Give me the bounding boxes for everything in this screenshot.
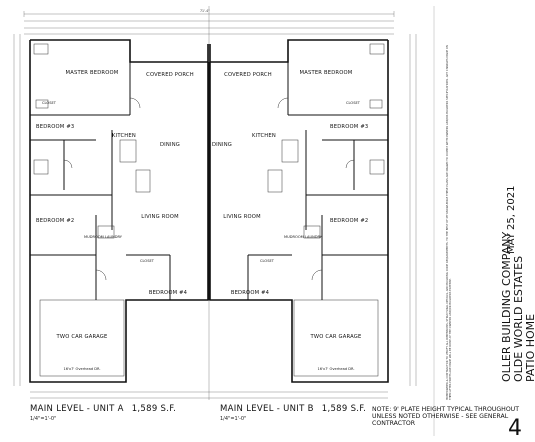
unit-b-kitchen-label: KITCHEN [252,133,276,139]
unit-b-title-text: MAIN LEVEL - UNIT B [220,404,314,414]
unit-a-bedroom4-label: BEDROOM #4 [149,290,188,296]
unit-a-title-text: MAIN LEVEL - UNIT A [30,404,124,414]
unit-b-dining-label: DINING [212,142,232,148]
unit-a-master-bedroom-label: MASTER BEDROOM [66,70,119,76]
unit-a-bedroom3-label: BEDROOM #3 [36,124,74,130]
unit-a-sqft: 1,589 S.F. [131,404,177,414]
unit-a-kitchen-label: KITCHEN [112,133,136,139]
unit-b-closet2-label: CLOSET [260,259,275,263]
unit-a-garage-door-label: 16'x7' Overhead DR. [63,367,100,371]
unit-b-living-room-label: LIVING ROOM [223,214,261,220]
unit-b-master-bedroom-label: MASTER BEDROOM [300,70,353,76]
unit-b-garage-door-label: 16'x7' Overhead DR. [317,367,354,371]
disclaimer-text: HOMEOWNER & CONTRACTOR TO VERIFY ALL DIM… [446,45,453,400]
unit-a-laundry-label: MUDROOM LAUNDRY [84,235,123,239]
sheet-number: 4 [508,416,522,441]
unit-b-scale: 1/4"=1'-0" [220,416,247,422]
unit-a-closet2-label: CLOSET [140,259,155,263]
general-note: NOTE: 9' PLATE HEIGHT TYPICAL THROUGHOUT… [372,406,519,428]
unit-b-covered-porch-label: COVERED PORCH [224,72,272,78]
unit-b-closet-label: CLOSET [346,101,361,105]
unit-a-plan-title: MAIN LEVEL - UNIT A 1,589 S.F. [30,404,176,414]
unit-a-covered-porch-label: COVERED PORCH [146,72,194,78]
unit-b-sqft: 1,589 S.F. [321,404,367,414]
overall-dimension: 71'-4" [200,9,210,13]
unit-a-closet-label: CLOSET [42,101,57,105]
unit-b-laundry-label: MUDROOM LAUNDRY [284,235,323,239]
unit-b-bedroom2-label: BEDROOM #2 [330,218,368,224]
overall-dimension-lines [13,6,417,400]
unit-b-garage-label: TWO CAR GARAGE [310,334,362,340]
unit-a-garage-label: TWO CAR GARAGE [56,334,108,340]
unit-a-walls [30,43,171,300]
unit-b-bedroom4-label: BEDROOM #4 [231,290,270,296]
unit-b-plan-title: MAIN LEVEL - UNIT B 1,589 S.F. [220,404,366,414]
unit-b-walls [247,43,388,300]
plan-name: PATIO HOME [524,313,535,382]
unit-a-scale: 1/4"=1'-0" [30,416,57,422]
unit-a-living-room-label: LIVING ROOM [141,214,179,220]
unit-a-bedroom2-label: BEDROOM #2 [36,218,74,224]
unit-a-dining-label: DINING [160,142,180,148]
unit-b-bedroom3-label: BEDROOM #3 [330,124,368,130]
